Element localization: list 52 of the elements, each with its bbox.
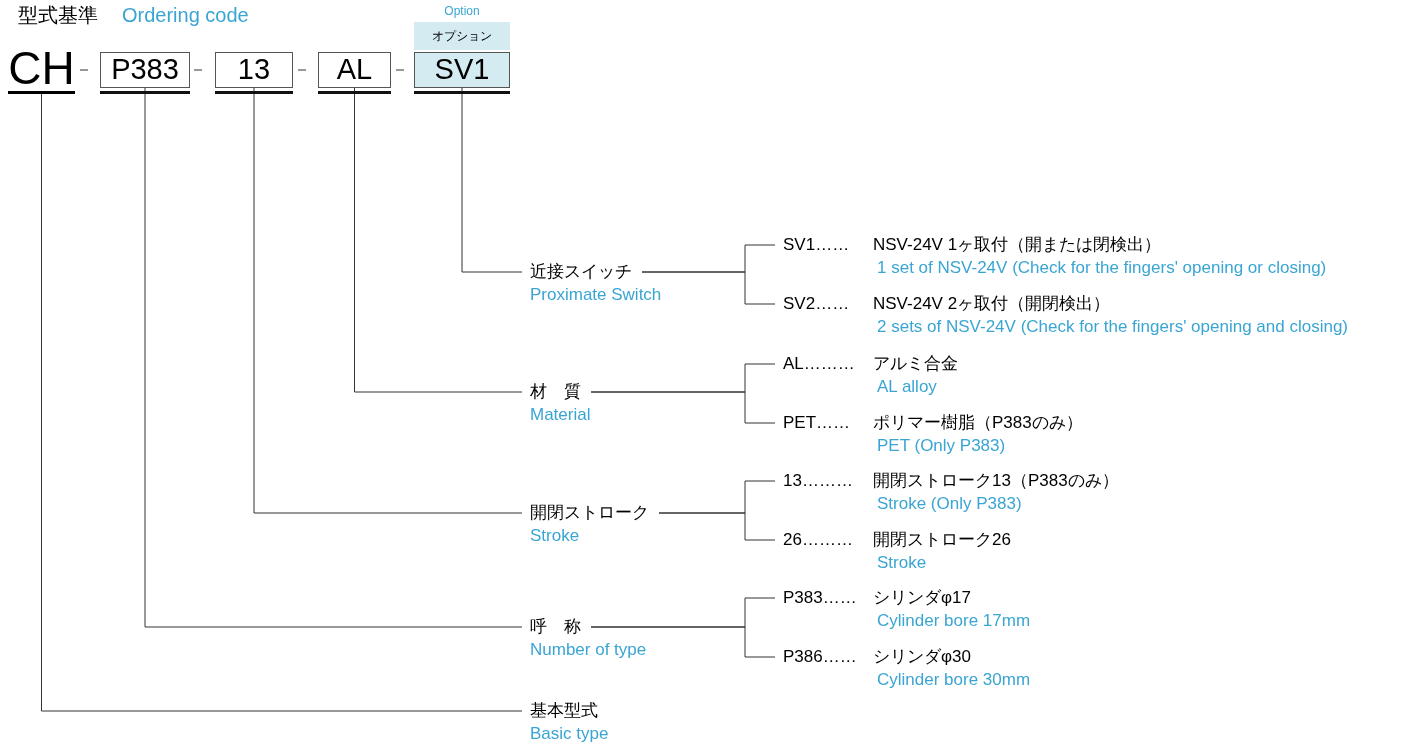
option-description: アルミ合金	[873, 353, 958, 375]
option-code: P386……	[783, 646, 858, 668]
connector-line	[590, 391, 776, 424]
code-box: 13	[215, 52, 293, 88]
option-translation: AL alloy	[876, 376, 937, 398]
connector-line	[253, 87, 523, 514]
option-translation: Cylinder bore 17mm	[876, 610, 1031, 632]
option-code: SV2……	[783, 293, 851, 315]
option-header: オプション	[414, 22, 510, 50]
option-description: 開閉ストローク13（P383のみ）	[873, 470, 1119, 492]
series-code: CH	[8, 44, 75, 94]
category-label: 開閉ストローク	[530, 502, 650, 524]
option-code: AL………	[783, 353, 856, 375]
category-translation: Material	[530, 404, 591, 426]
option-code: P383……	[783, 587, 858, 609]
connector-line	[641, 271, 776, 305]
option-code: 26………	[783, 529, 854, 551]
option-translation: 1 set of NSV-24V (Check for the fingers' opening or closing)	[876, 257, 1327, 279]
option-translation: PET (Only P383)	[876, 435, 1006, 457]
option-code: SV1……	[783, 234, 851, 256]
code-box: SV1	[414, 52, 510, 88]
option-code: 13………	[783, 470, 854, 492]
connector-line	[354, 87, 523, 393]
option-translation: 2 sets of NSV-24V (Check for the fingers' opening and closing)	[876, 316, 1348, 338]
connector-line	[461, 87, 523, 273]
code-box: P383	[100, 52, 190, 88]
subtitle: Ordering code	[122, 3, 249, 28]
category-translation: Proximate Switch	[530, 284, 662, 306]
option-code: PET……	[783, 412, 852, 434]
category-label: 基本型式	[530, 700, 599, 722]
option-caption: Option	[443, 3, 481, 20]
connector-line	[590, 626, 776, 658]
option-description: シリンダφ17	[873, 587, 971, 609]
option-translation: Cylinder bore 30mm	[876, 669, 1031, 691]
option-description: NSV-24V 2ヶ取付（開閉検出）	[873, 293, 1111, 315]
option-description: NSV-24V 1ヶ取付（開または閉検出）	[873, 234, 1162, 256]
option-translation: Stroke (Only P383)	[876, 493, 1022, 515]
category-translation: Stroke	[530, 525, 580, 547]
option-description: シリンダφ30	[873, 646, 971, 668]
category-translation: Basic type	[530, 723, 609, 745]
category-label: 材 質	[530, 381, 582, 403]
category-translation: Number of type	[530, 639, 647, 661]
connector-line	[658, 512, 776, 541]
code-box: AL	[318, 52, 391, 88]
category-label: 呼 称	[530, 616, 582, 638]
title: 型式基準	[18, 3, 98, 28]
category-label: 近接スイッチ	[530, 261, 633, 283]
option-translation: Stroke	[876, 552, 927, 574]
connector-line	[41, 93, 523, 712]
option-description: ポリマー樹脂（P383のみ）	[873, 412, 1083, 434]
option-description: 開閉ストローク26	[873, 529, 1011, 551]
connector-line	[144, 87, 523, 628]
